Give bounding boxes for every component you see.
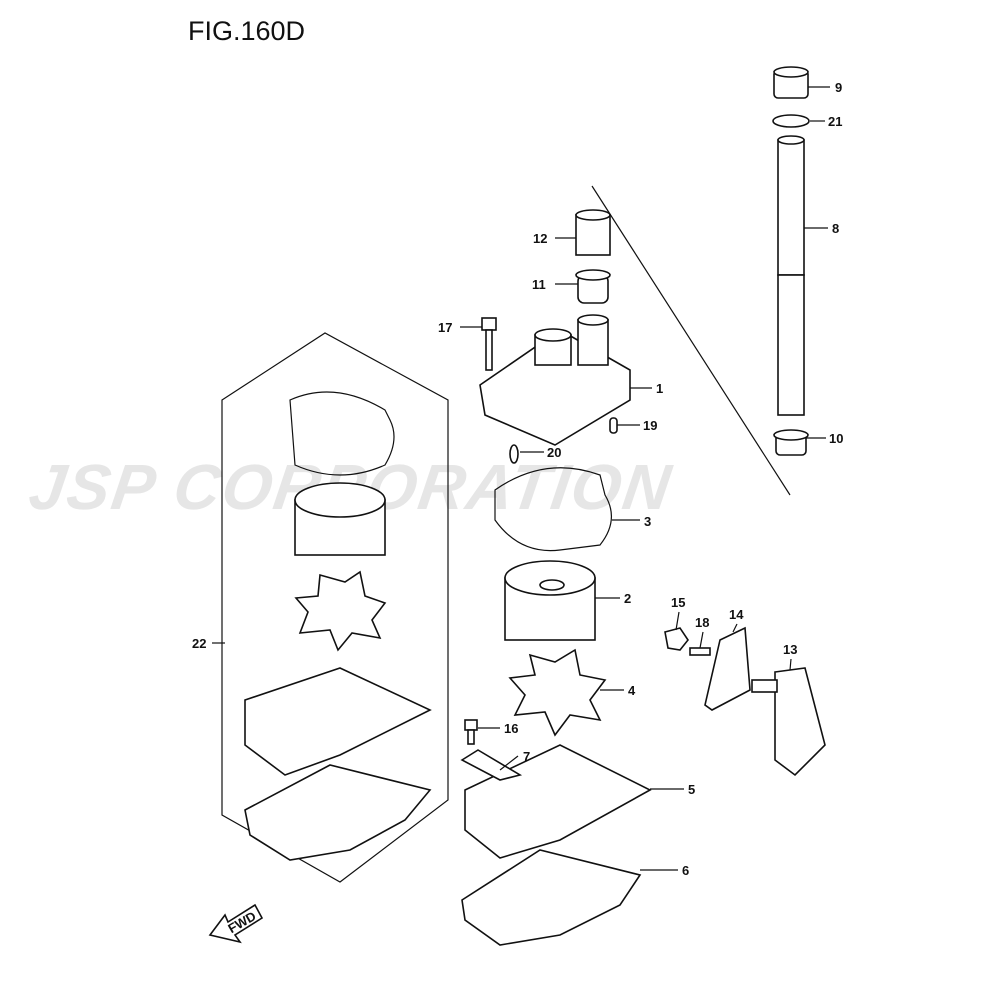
o-ring-21 (772, 114, 810, 128)
callout-7: 7 (523, 749, 530, 764)
callout-21: 21 (828, 114, 842, 129)
liner-2 (504, 560, 596, 641)
bush-11 (575, 269, 611, 304)
leader-lines (212, 86, 830, 871)
bracket-14 (704, 626, 751, 711)
callout-13: 13 (783, 642, 797, 657)
shaft-guide-line (591, 185, 791, 496)
fwd-arrow: FWD (208, 903, 264, 944)
kit-frame (221, 332, 449, 883)
screw-18 (689, 647, 711, 656)
callout-11: 11 (532, 277, 546, 292)
callout-5: 5 (688, 782, 695, 797)
callout-16: 16 (504, 721, 518, 736)
callout-3: 3 (644, 514, 651, 529)
callout-12: 12 (533, 231, 547, 246)
callout-1: 1 (656, 381, 663, 396)
bolt-16 (464, 719, 478, 745)
figure-title: FIG.160D (188, 16, 306, 46)
kit-gasket-plate (244, 764, 432, 861)
grommet-13 (774, 667, 826, 777)
callout-20: 20 (547, 445, 561, 460)
callout-22: 22 (192, 636, 206, 651)
callout-9: 9 (835, 80, 842, 95)
pin-19 (609, 417, 618, 434)
gasket-6 (461, 849, 642, 946)
callout-10: 10 (829, 431, 843, 446)
callout-18: 18 (695, 615, 709, 630)
kit-gasket (289, 391, 395, 476)
callout-4: 4 (628, 683, 636, 698)
callout-15: 15 (671, 595, 685, 610)
drive-shaft-tube (777, 135, 805, 416)
key-20 (509, 444, 519, 464)
gasket-3 (494, 467, 612, 552)
sleeve-12 (575, 209, 611, 256)
pump-case-1 (479, 314, 631, 446)
grommet-13-shaft (751, 679, 778, 693)
bush-9 (773, 66, 809, 99)
kit-liner (294, 482, 386, 556)
bolt-17 (481, 317, 497, 371)
callout-2: 2 (624, 591, 631, 606)
plate-7 (460, 749, 523, 781)
nut-15 (664, 627, 689, 651)
bush-10 (773, 429, 809, 456)
impeller-4 (508, 648, 607, 737)
kit-impeller (294, 570, 387, 652)
callout-17: 17 (438, 320, 452, 335)
callout-14: 14 (729, 607, 744, 622)
callout-6: 6 (682, 863, 689, 878)
kit-plate (244, 667, 432, 776)
callout-8: 8 (832, 221, 839, 236)
callout-19: 19 (643, 418, 657, 433)
